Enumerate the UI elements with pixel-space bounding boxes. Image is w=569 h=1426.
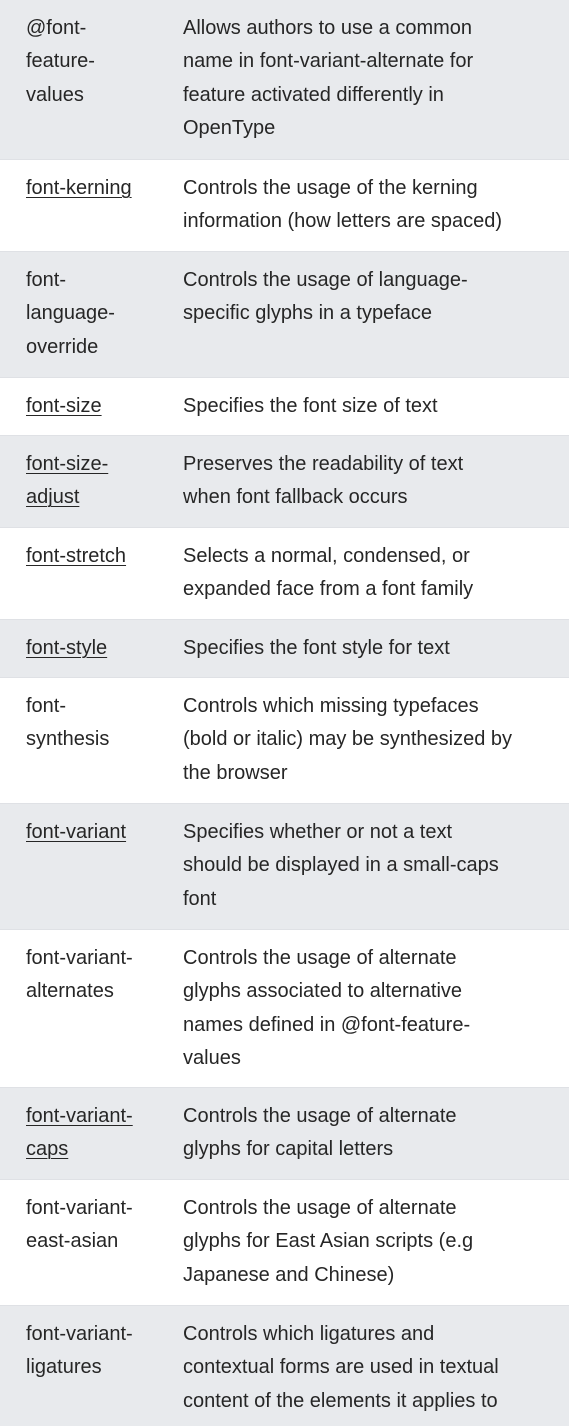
property-text-line: font- <box>26 695 67 717</box>
description-text-line: glyphs for East Asian scripts (e.g <box>183 1230 474 1253</box>
property-text-line[interactable]: font-size- <box>26 453 109 475</box>
description-text-line: Controls the usage of language- <box>183 269 468 291</box>
description-text-line: glyphs associated to alternative <box>183 980 463 1003</box>
description-text-line: Specifies whether or not a text <box>183 821 453 843</box>
description-text-line: OpenType <box>183 117 276 140</box>
description-text-line: Controls which ligatures and <box>183 1323 435 1345</box>
property-link[interactable]: font-style <box>0 620 157 677</box>
property-text-line[interactable]: font-size <box>26 395 102 417</box>
property-text-line[interactable]: adjust <box>26 486 80 509</box>
description-text-line: expanded face from a font family <box>183 578 474 601</box>
table-row: font-style Specifies the font style for t… <box>0 620 569 678</box>
description-text-line: font <box>183 887 217 910</box>
property-link[interactable]: font-size <box>0 378 157 435</box>
description-text-line: Controls the usage of the kerning <box>183 177 478 199</box>
property-text-line[interactable]: font-stretch <box>26 545 127 567</box>
property-text-line[interactable]: font-style <box>26 637 108 659</box>
description-text-line: Specifies the font size of text <box>183 395 438 417</box>
description-text-line: Controls the usage of alternate <box>183 1197 457 1219</box>
description-text-line: Controls which missing typefaces <box>183 695 479 717</box>
property-description: Specifies whether or not a text should be… <box>157 804 569 929</box>
property-text-line: feature- <box>26 50 95 73</box>
property-link[interactable]: font-kerning <box>0 160 157 251</box>
description-text-line: the browser <box>183 761 288 784</box>
table-row: font-size Specifies the font size of text <box>0 378 569 436</box>
description-text-line: Controls the usage of alternate <box>183 1105 457 1127</box>
description-text-line: feature activated differently in <box>183 83 444 106</box>
property-description: Preserves the readability of text when fo… <box>157 436 569 527</box>
property-text-line: override <box>26 335 99 358</box>
description-text-line: Controls the usage of alternate <box>183 947 457 969</box>
description-text-line: Preserves the readability of text <box>183 453 464 475</box>
property-name: @font-feature-values <box>0 0 157 159</box>
table-row: font-variant Specifies whether or not a t… <box>0 804 569 930</box>
property-name: font-variant-alternates <box>0 930 157 1087</box>
description-text-line: specific glyphs in a typeface <box>183 302 433 325</box>
property-text-line: ligatures <box>26 1356 102 1379</box>
property-description: Controls the usage of alternate glyphs fo… <box>157 1180 569 1305</box>
property-link[interactable]: font-variant <box>0 804 157 929</box>
description-text-line: Selects a normal, condensed, or <box>183 545 470 567</box>
table-row: font-kerning Controls the usage of the ke… <box>0 160 569 252</box>
property-description: Specifies the font size of text <box>157 378 569 435</box>
property-description: Controls which missing typefaces (bold or… <box>157 678 569 803</box>
property-text-line[interactable]: font-variant <box>26 821 127 843</box>
description-text-line: contextual forms are used in textual <box>183 1356 499 1379</box>
property-name: font-variant-east-asian <box>0 1180 157 1305</box>
description-text-line: content of the elements it applies to <box>183 1389 498 1412</box>
description-text-line: Japanese and Chinese) <box>183 1263 395 1286</box>
property-name: font-variant-ligatures <box>0 1306 157 1426</box>
description-text-line: information (how letters are spaced) <box>183 210 503 233</box>
description-text-line: glyphs for capital letters <box>183 1138 394 1161</box>
property-text-line: values <box>26 83 84 106</box>
property-description: Specifies the font style for text <box>157 620 569 677</box>
table-row: font-stretch Selects a normal, condensed,… <box>0 528 569 620</box>
property-text-line: font-variant- <box>26 1197 133 1219</box>
property-description: Allows authors to use a common name in fo… <box>157 0 569 159</box>
property-description: Controls the usage of alternate glyphs fo… <box>157 1088 569 1179</box>
description-text-line: names defined in @font-feature- <box>183 1013 471 1036</box>
description-text-line: (bold or italic) may be synthesized by <box>183 728 513 751</box>
property-link[interactable]: font-size-adjust <box>0 436 157 527</box>
property-text-line: font-variant- <box>26 947 133 969</box>
property-name: font-synthesis <box>0 678 157 803</box>
property-description: Controls the usage of the kerning informa… <box>157 160 569 251</box>
description-text-line: Allows authors to use a common <box>183 17 473 39</box>
description-text-line: Specifies the font style for text <box>183 637 450 659</box>
property-text-line: synthesis <box>26 728 110 751</box>
property-link[interactable]: font-stretch <box>0 528 157 619</box>
property-text-line: east-asian <box>26 1230 119 1253</box>
description-text-line: values <box>183 1047 241 1070</box>
description-text-line: should be displayed in a small-caps <box>183 854 499 877</box>
property-text-line[interactable]: caps <box>26 1138 69 1161</box>
property-description: Controls the usage of language-specific … <box>157 252 569 377</box>
property-description: Controls which ligatures and contextual f… <box>157 1306 569 1426</box>
property-text-line: font-variant- <box>26 1323 133 1345</box>
property-description: Controls the usage of alternate glyphs as… <box>157 930 569 1087</box>
property-text-line: font- <box>26 269 67 291</box>
description-text-line: name in font-variant-alternate for <box>183 50 474 73</box>
property-text-line: alternates <box>26 980 114 1003</box>
property-description: Selects a normal, condensed, or expanded … <box>157 528 569 619</box>
property-name: font-language-override <box>0 252 157 377</box>
description-text-line: when font fallback occurs <box>183 486 408 509</box>
property-text-line: @font- <box>26 17 87 39</box>
property-link[interactable]: font-variant-caps <box>0 1088 157 1179</box>
property-text-line: language- <box>26 302 115 325</box>
property-text-line[interactable]: font-kerning <box>26 177 132 199</box>
property-text-line[interactable]: font-variant- <box>26 1105 133 1127</box>
